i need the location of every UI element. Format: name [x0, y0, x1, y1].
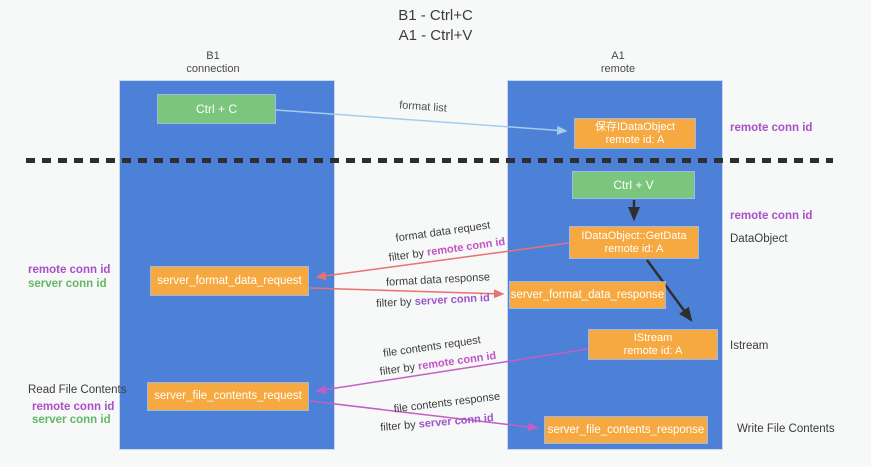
- dataobject-label: DataObject: [730, 233, 788, 245]
- format-data-response-label: format data response: [385, 271, 491, 289]
- istream-node: IStream remote id: A: [589, 330, 717, 359]
- file-request-label: server_file_contents_request: [154, 390, 302, 402]
- lane-header-b1: B1 connection: [153, 50, 273, 76]
- lane-b1-name: B1: [206, 50, 220, 62]
- conn-ids-left-bottom: remote conn id server conn id: [32, 401, 114, 427]
- getdata-line1: IDataObject::GetData: [581, 229, 687, 242]
- save-idataobject-line2: remote id: A: [605, 133, 665, 146]
- server-conn-id-left-2: server conn id: [32, 414, 111, 426]
- write-file-contents-label: Write File Contents: [737, 423, 835, 435]
- getdata-line2: remote id: A: [604, 242, 664, 255]
- istream-line1: IStream: [633, 331, 673, 344]
- file-response-node: server_file_contents_response: [545, 417, 707, 443]
- title-line-1: B1 - Ctrl+C: [398, 7, 473, 24]
- filter-by-text: filter by: [388, 246, 428, 265]
- istream-line2: remote id: A: [623, 344, 683, 357]
- diagram-title: B1 - Ctrl+C A1 - Ctrl+V: [0, 6, 871, 46]
- ctrl-c-label: Ctrl + C: [195, 101, 237, 116]
- server-conn-id-text: server conn id: [418, 412, 495, 431]
- read-file-contents-label: Read File Contents: [28, 384, 127, 396]
- ctrl-c-node: Ctrl + C: [158, 95, 275, 123]
- save-idataobject-node: 保存IDataObject remote id: A: [575, 119, 695, 148]
- format-request-node: server_format_data_request: [151, 267, 308, 295]
- ctrl-v-node: Ctrl + V: [573, 172, 694, 198]
- format-response-node: server_format_data_response: [510, 282, 665, 308]
- file-request-node: server_file_contents_request: [148, 383, 308, 410]
- lane-header-a1: A1 remote: [558, 50, 678, 76]
- format-list-label: format list: [398, 99, 448, 115]
- filter-by-text: filter by: [375, 295, 415, 310]
- format-response-label: server_format_data_response: [510, 288, 665, 301]
- save-idataobject-line1: 保存IDataObject: [594, 120, 676, 133]
- filter-by-server-label-1: filter by server conn id: [376, 292, 490, 310]
- ctrl-v-label: Ctrl + V: [613, 177, 654, 192]
- lane-b1-subtitle: connection: [186, 63, 240, 75]
- remote-conn-id-right-1: remote conn id: [730, 122, 813, 134]
- title-line-2: A1 - Ctrl+V: [398, 27, 473, 44]
- filter-by-text: filter by: [379, 418, 420, 434]
- istream-side-label: Istream: [730, 340, 769, 352]
- remote-conn-id-right-2: remote conn id: [730, 210, 813, 222]
- conn-ids-left-middle: remote conn id server conn id: [28, 263, 110, 291]
- lane-a1-subtitle: remote: [600, 63, 636, 75]
- filter-by-text: filter by: [379, 360, 419, 379]
- file-response-label: server_file_contents_response: [547, 423, 705, 436]
- filter-by-server-label-2: filter by server conn id: [380, 412, 494, 434]
- getdata-node: IDataObject::GetData remote id: A: [570, 227, 698, 258]
- format-request-label: server_format_data_request: [157, 274, 302, 287]
- server-conn-id-left-1: server conn id: [28, 278, 107, 290]
- remote-conn-id-left-2: remote conn id: [32, 401, 115, 413]
- remote-conn-id-text: remote conn id: [426, 235, 506, 259]
- boundary-dashed-line: [26, 158, 833, 163]
- server-conn-id-text: server conn id: [414, 292, 491, 308]
- remote-conn-id-left-1: remote conn id: [28, 264, 111, 276]
- lane-a1-name: A1: [611, 50, 625, 62]
